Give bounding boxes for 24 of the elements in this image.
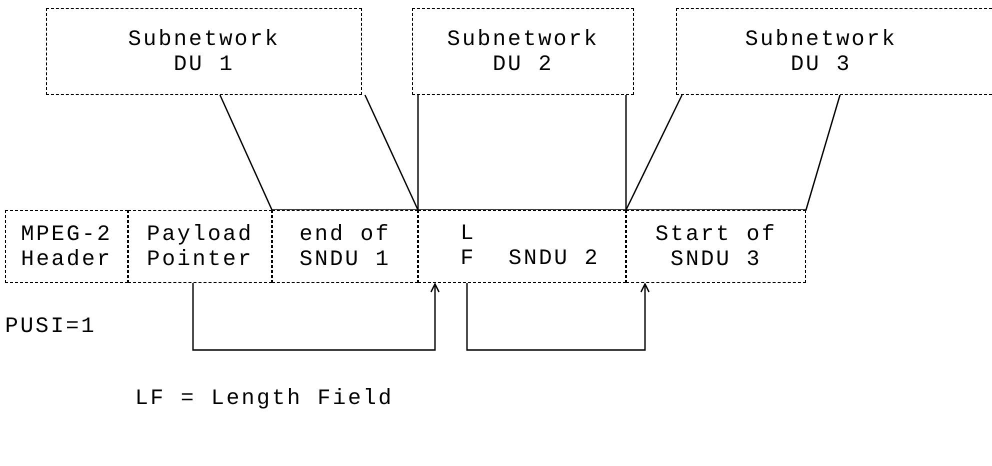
packet-field bbox=[128, 210, 272, 283]
flag-label: PUSI=1 bbox=[5, 314, 96, 339]
mapping-line bbox=[624, 94, 841, 211]
field-text: L F bbox=[459, 221, 477, 271]
packet-field bbox=[5, 210, 128, 283]
subnetwork-box bbox=[46, 8, 362, 95]
subnetwork-box bbox=[676, 8, 992, 95]
field-text: Start of SNDU 3 bbox=[654, 222, 778, 272]
field-text: Payload Pointer bbox=[146, 222, 254, 272]
field-text: Subnetwork DU 2 bbox=[446, 26, 600, 76]
note: LF = Length Field bbox=[135, 386, 394, 411]
mapping-line bbox=[219, 94, 420, 211]
packet-field bbox=[418, 210, 626, 283]
mapping-line bbox=[417, 94, 627, 211]
pointer-arrow bbox=[466, 283, 650, 351]
field-text: end of SNDU 1 bbox=[298, 222, 392, 272]
pointer-arrow bbox=[192, 283, 440, 351]
field-text: Subnetwork DU 3 bbox=[744, 26, 898, 76]
packet-field bbox=[626, 210, 806, 283]
field-text: SNDU 2 bbox=[507, 246, 601, 271]
subnetwork-box bbox=[412, 8, 634, 95]
field-text: Subnetwork DU 1 bbox=[126, 26, 282, 76]
field-text: MPEG-2 Header bbox=[20, 222, 114, 272]
packet-field bbox=[272, 210, 418, 283]
